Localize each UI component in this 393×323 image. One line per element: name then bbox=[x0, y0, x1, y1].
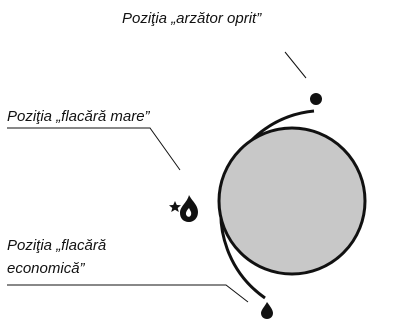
control-knob[interactable] bbox=[217, 126, 367, 276]
star-icon bbox=[169, 201, 181, 212]
leader-line-burner-off bbox=[284, 51, 307, 79]
label-economic-flame-line1: Poziţia „flacără bbox=[7, 237, 107, 254]
large-flame-icon bbox=[180, 195, 198, 222]
filled-dot-icon bbox=[310, 93, 322, 105]
small-flame-icon bbox=[261, 302, 273, 319]
label-burner-off: Poziţia „arzător oprit” bbox=[122, 10, 262, 27]
leader-line-large-flame bbox=[7, 127, 181, 171]
label-large-flame: Poziţia „flacără mare” bbox=[7, 108, 150, 125]
leader-line-economic-flame bbox=[7, 284, 249, 303]
label-economic-flame-line2: economică” bbox=[7, 260, 85, 277]
